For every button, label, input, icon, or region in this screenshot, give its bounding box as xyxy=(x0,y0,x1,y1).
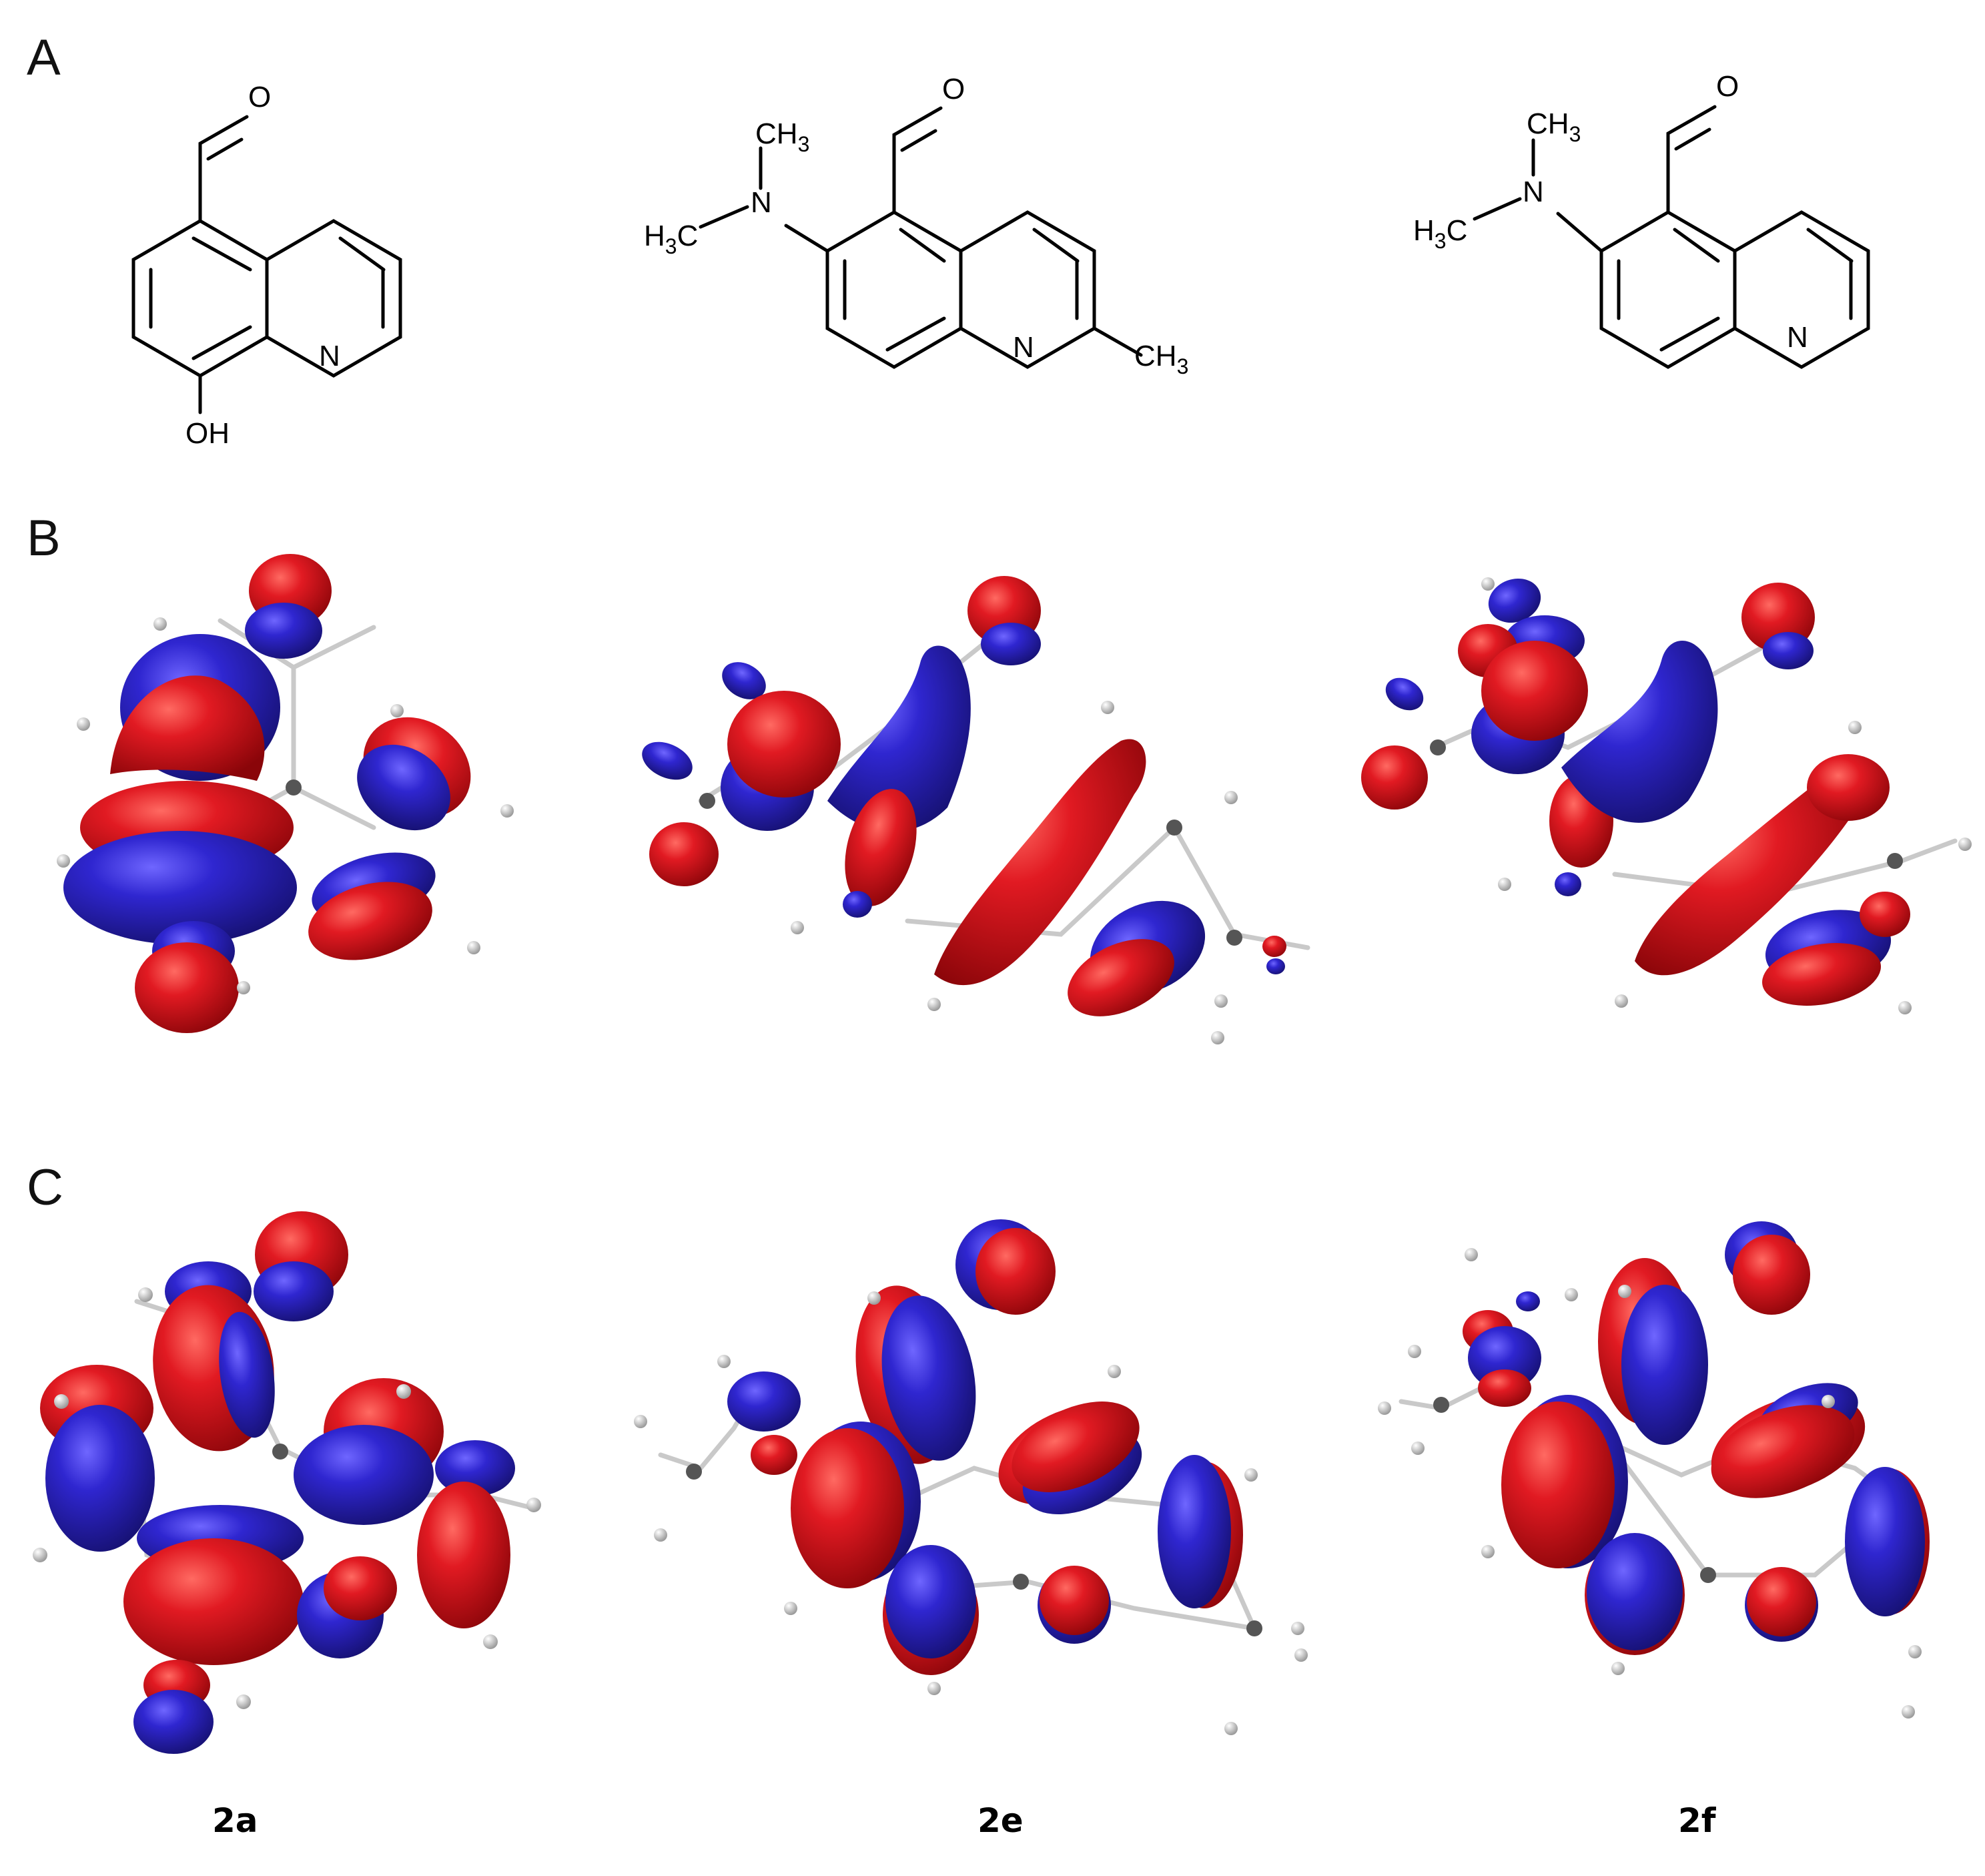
atom-label-n: N xyxy=(319,340,340,372)
lobe xyxy=(1807,754,1890,821)
lobe xyxy=(934,739,1146,986)
lobe xyxy=(135,942,239,1033)
orbital-2a-row-c xyxy=(33,1211,541,1754)
lobe xyxy=(1845,1467,1925,1616)
lobe xyxy=(1860,892,1910,937)
lobe xyxy=(1481,641,1588,741)
lobe xyxy=(1040,1566,1109,1635)
lobe xyxy=(751,1435,797,1475)
lobe xyxy=(1555,872,1581,896)
lobe xyxy=(1501,1401,1615,1568)
lobe xyxy=(727,1371,801,1432)
lobe xyxy=(1012,1401,1140,1492)
atom-label-o-2f: O xyxy=(1716,70,1739,103)
lobe xyxy=(1262,936,1286,957)
lobe xyxy=(133,1690,214,1754)
lobe xyxy=(843,891,872,918)
lobe xyxy=(1516,1291,1540,1311)
lobe xyxy=(1561,641,1718,823)
atom-label-h3c-2f: H3C xyxy=(1413,214,1467,253)
lobe xyxy=(827,645,971,832)
atom-label-n-ring-2f: N xyxy=(1787,321,1808,354)
atom-label-ch3-ring-2e: CH3 xyxy=(1134,340,1188,378)
compound-label-2f: 2f xyxy=(1678,1801,1717,1840)
lobe xyxy=(1711,1405,1855,1498)
atom-label-o-2e: O xyxy=(942,73,965,105)
lobe xyxy=(1158,1455,1231,1608)
lobe xyxy=(981,623,1041,665)
lobe xyxy=(63,831,297,944)
atom-label-h3c-2e: H3C xyxy=(644,220,698,258)
atom-label-ch3-top-2e: CH3 xyxy=(755,117,809,156)
compound-label-2a: 2a xyxy=(212,1801,258,1840)
structure-2f: O N N CH3 H3C xyxy=(1413,70,1870,369)
orbital-2a-row-b xyxy=(57,554,514,1033)
lobe xyxy=(324,1556,397,1620)
panel-label-c: C xyxy=(27,1159,63,1216)
atom-label-n-ring-2e: N xyxy=(1013,331,1034,364)
structure-2e: O N N CH3 H3C CH3 xyxy=(644,73,1188,378)
lobe xyxy=(1488,578,1541,623)
lobe xyxy=(1747,1567,1816,1636)
orbital-2e-row-b xyxy=(642,576,1310,1044)
lobe xyxy=(1468,1326,1541,1390)
lobe xyxy=(1587,1533,1683,1650)
lobe xyxy=(845,789,917,906)
lobe xyxy=(1478,1369,1531,1407)
structure-2a: O N OH xyxy=(131,81,402,450)
lobe xyxy=(727,691,841,798)
lobe xyxy=(1068,939,1174,1016)
lobe xyxy=(357,744,450,831)
panel-label-b: B xyxy=(27,510,61,567)
atom-label-ch3-top-2f: CH3 xyxy=(1527,107,1581,146)
lobe xyxy=(975,1228,1056,1315)
lobe xyxy=(1733,1235,1810,1315)
lobe xyxy=(1635,771,1858,976)
orbital-2f-row-b xyxy=(1361,577,1972,1014)
lobe xyxy=(1266,958,1285,974)
lobe xyxy=(254,1261,334,1321)
lobe xyxy=(219,1311,275,1438)
compound-label-2e: 2e xyxy=(977,1801,1024,1840)
lobe xyxy=(417,1482,510,1628)
lobe xyxy=(1385,677,1424,711)
lobe xyxy=(123,1538,304,1665)
lobe xyxy=(1763,632,1814,669)
lobe xyxy=(1762,943,1881,1006)
orbital-2e-row-c xyxy=(634,1219,1308,1735)
lobe xyxy=(885,1545,976,1658)
lobe xyxy=(110,675,265,781)
panel-label-a: A xyxy=(27,29,61,86)
lobe xyxy=(649,822,719,886)
lobe xyxy=(294,1425,434,1525)
lobe xyxy=(45,1405,155,1552)
lobe xyxy=(1361,745,1428,810)
lobe xyxy=(722,662,766,699)
atom-label-oh: OH xyxy=(185,417,230,450)
lobe xyxy=(1621,1285,1708,1445)
orbital-2f-row-c xyxy=(1378,1221,1930,1718)
lobe xyxy=(435,1440,515,1496)
atom-label-n-amine-2f: N xyxy=(1523,176,1544,208)
atom-label-n-amine-2e: N xyxy=(751,186,772,219)
lobe xyxy=(308,882,432,960)
lobe xyxy=(881,1295,976,1461)
atom-label-o: O xyxy=(248,81,271,113)
lobe xyxy=(791,1428,904,1588)
lobe xyxy=(642,741,693,780)
lobe xyxy=(245,603,322,659)
